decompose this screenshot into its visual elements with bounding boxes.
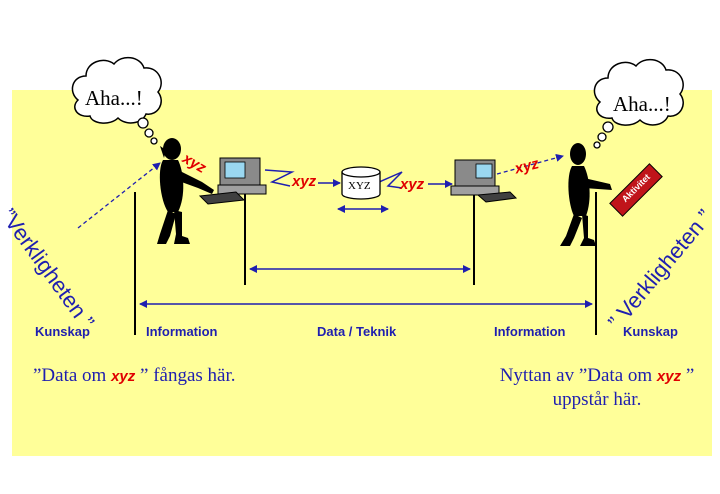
label-kunskap-right: Kunskap [623,324,678,339]
thought-cloud-left [71,56,162,145]
label-data-teknik: Data / Teknik [317,324,397,339]
caption-right: Nyttan av ”Data om xyz ” uppstår här. [494,365,700,411]
caption-left: ”Data om xyz ” fångas här. [33,365,236,387]
thought-text-left: Aha...! [85,86,143,110]
xyz-label-computer-left: xyz [292,173,317,190]
person-left-icon [157,138,214,244]
caption-right-close: ” [681,365,695,386]
person-right-icon [560,143,612,246]
xyz-label-computer-right: xyz [400,176,425,193]
thought-cloud-right [593,58,684,149]
data-arrow-right [496,153,564,175]
caption-right-line2: uppstår här. [552,389,642,410]
caption-right-text: Nyttan av ”Data om [499,365,657,386]
caption-left-rest: ” fångas här. [135,365,236,386]
label-information-left: Information [146,324,218,339]
database-label: XYZ [348,180,371,192]
label-information-right: Information [494,324,566,339]
zigzag-left [264,169,295,187]
zigzag-right [376,171,403,189]
caption-right-xyz: xyz [656,368,682,385]
caption-left-text: ”Data om [33,365,112,386]
computer-right-icon [450,159,518,203]
computer-left-icon [198,157,267,205]
caption-right-line1: Nyttan av ”Data om xyz ” [494,365,700,387]
thought-text-right: Aha...! [613,92,671,116]
database-icon [341,166,381,200]
caption-left-xyz: xyz [111,368,136,385]
activity-tag-icon [609,163,663,217]
reality-arrow-left [77,162,161,229]
label-kunskap-left: Kunskap [35,324,90,339]
